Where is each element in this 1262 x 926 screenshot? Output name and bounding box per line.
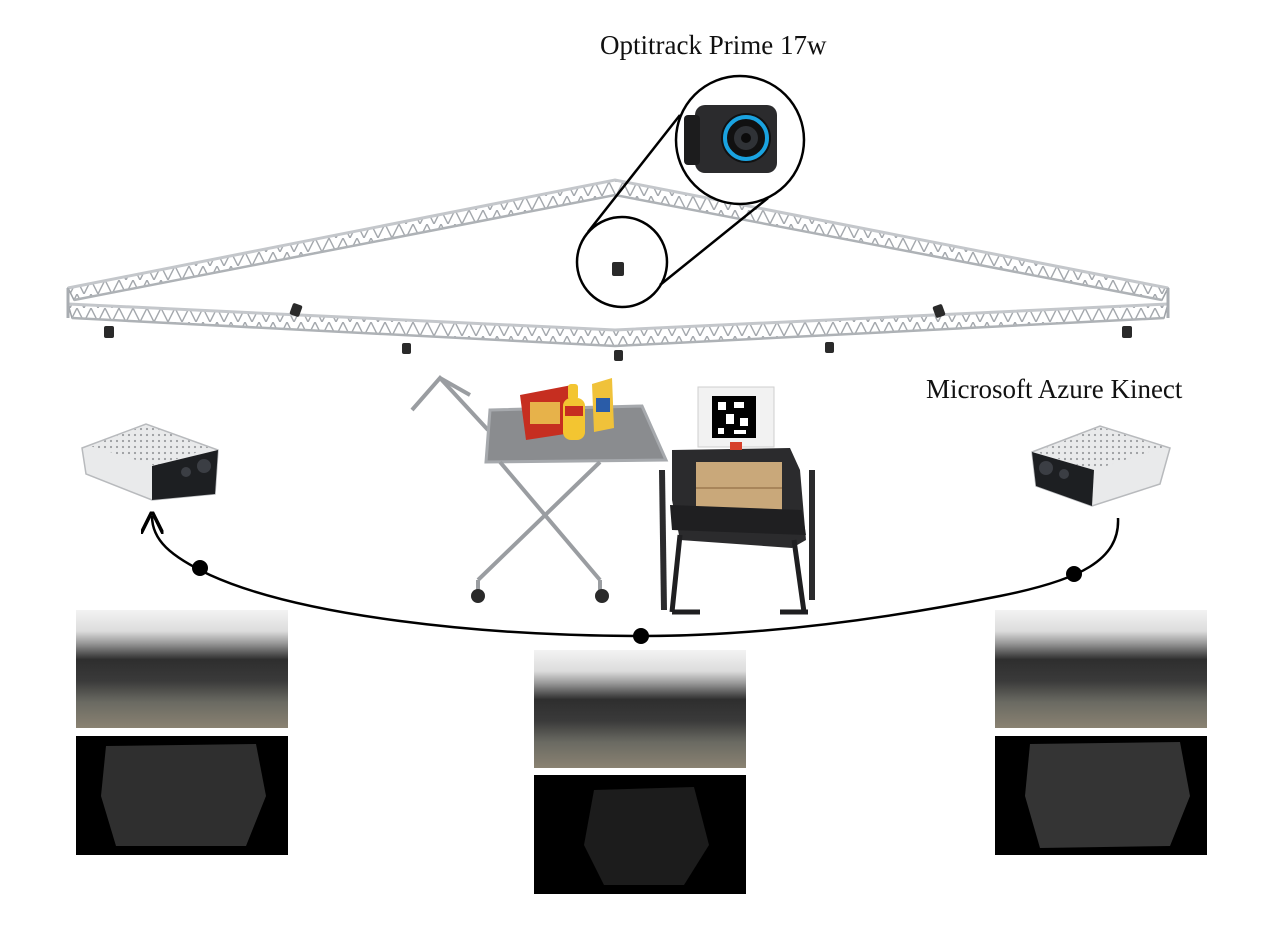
kinect-label: Microsoft Azure Kinect bbox=[926, 374, 1183, 404]
trajectory-point bbox=[1066, 566, 1082, 582]
optitrack-label: Optitrack Prime 17w bbox=[600, 30, 827, 60]
mac-cheese-box-icon bbox=[592, 378, 614, 432]
trajectory-point bbox=[192, 560, 208, 576]
depth-frame-center bbox=[534, 775, 746, 894]
depth-frame-right bbox=[995, 736, 1207, 855]
optitrack-camera-icon bbox=[684, 105, 777, 173]
truss-icon bbox=[66, 178, 1170, 348]
rgb-frame-right bbox=[995, 610, 1207, 728]
truss-camera-icon bbox=[104, 262, 1132, 361]
rgb-frame-left bbox=[76, 610, 288, 728]
trajectory-point bbox=[633, 628, 649, 644]
chair-icon bbox=[659, 448, 815, 615]
kinect-camera-icon bbox=[81, 423, 219, 501]
rgb-frame-center bbox=[534, 650, 746, 768]
trajectory-arc bbox=[152, 516, 1120, 638]
depth-frame-left bbox=[76, 736, 288, 855]
apriltag-icon bbox=[697, 386, 775, 450]
kinect-camera-icon bbox=[1031, 425, 1171, 507]
mustard-bottle-icon bbox=[563, 384, 585, 440]
